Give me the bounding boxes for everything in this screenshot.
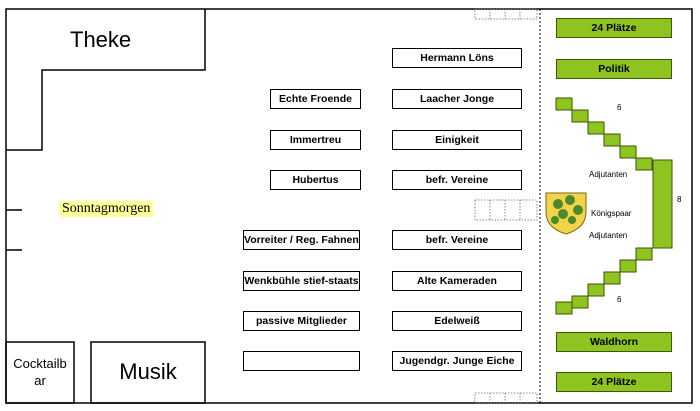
table-einigkeit[interactable]: Einigkeit (392, 130, 522, 150)
table-hubertus[interactable]: Hubertus (270, 170, 361, 190)
sonntagmorgen-label: Sonntagmorgen (59, 201, 154, 217)
lower-staircase (555, 247, 653, 315)
side-bar (652, 159, 673, 249)
table-laacher-jonge[interactable]: Laacher Jonge (392, 89, 522, 109)
upper-staircase (555, 97, 653, 171)
table-jugendgruppe[interactable]: Jugendgr. Junge Eiche (392, 351, 522, 371)
table-alte-kameraden[interactable]: Alte Kameraden (392, 271, 522, 291)
seats-bottom[interactable]: 24 Plätze (556, 372, 672, 392)
side-count-label: 8 (677, 195, 682, 204)
theke-label: Theke (70, 27, 132, 52)
table-echte-froende[interactable]: Echte Froende (270, 89, 361, 109)
table-hermann-loens[interactable]: Hermann Löns (392, 48, 522, 68)
table-passive-mitglieder[interactable]: passive Mitglieder (243, 311, 360, 331)
seats-top[interactable]: 24 Plätze (556, 18, 672, 38)
politik-block[interactable]: Politik (556, 59, 672, 79)
dotted-box-top (474, 8, 538, 20)
musik-box (90, 341, 206, 404)
table-wenkbuehle[interactable]: Wenkbühle stief-staats (243, 271, 360, 291)
musik-label: Musik (119, 359, 177, 384)
table-edelweiss[interactable]: Edelweiß (392, 311, 522, 331)
table-befr-vereine-2[interactable]: befr. Vereine (392, 230, 522, 250)
table-empty[interactable] (243, 351, 360, 371)
adjutanten-bottom-label: Adjutanten (589, 231, 628, 240)
upper-count-label: 6 (617, 103, 622, 112)
dotted-box-middle (474, 199, 538, 221)
table-befr-vereine-1[interactable]: befr. Vereine (392, 170, 522, 190)
cocktailbar-box (5, 341, 75, 404)
table-vorreiter[interactable]: Vorreiter / Reg. Fahnenz (243, 230, 360, 250)
coat-of-arms-icon (545, 192, 587, 235)
dotted-box-bottom (474, 392, 538, 404)
waldhorn-block[interactable]: Waldhorn (556, 332, 672, 352)
table-immertreu[interactable]: Immertreu (270, 130, 361, 150)
lower-count-label: 6 (617, 295, 622, 304)
adjutanten-top-label: Adjutanten (589, 170, 628, 179)
koenigspaar-label: Königspaar (591, 209, 632, 218)
outer-wall (5, 8, 693, 404)
cocktailbar-label: Cocktailb ar (13, 356, 67, 388)
theke-wall (6, 9, 206, 151)
